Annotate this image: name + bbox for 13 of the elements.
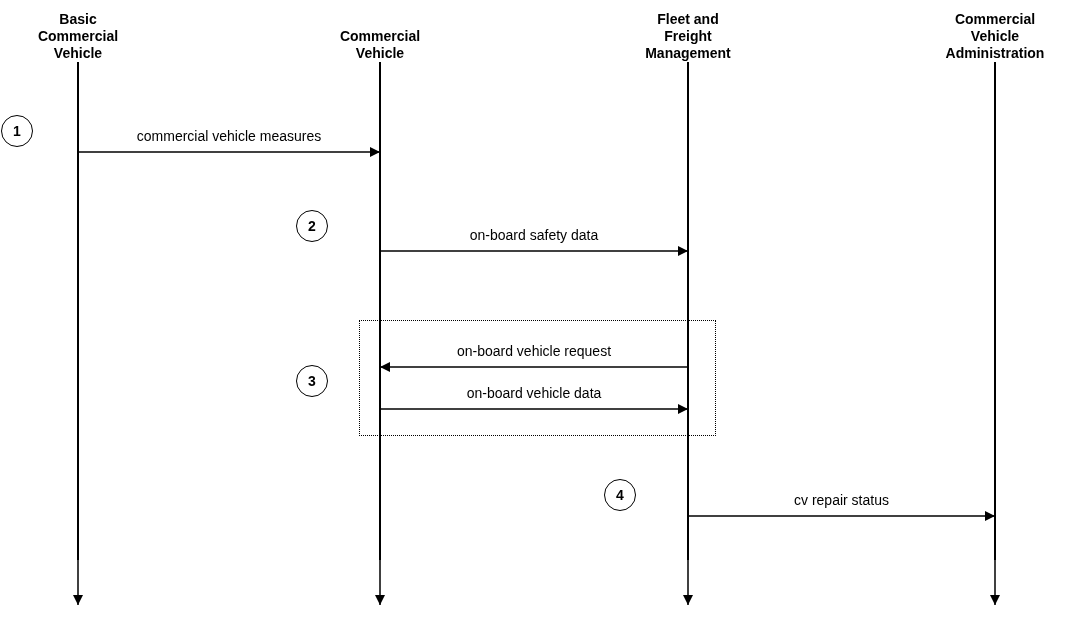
lifeline-title: Commercial Vehicle Administration — [944, 11, 1046, 62]
lifeline-title: Commercial Vehicle — [338, 28, 422, 62]
message-arrow — [687, 511, 996, 521]
lifeline-arrow — [990, 559, 1000, 606]
message-arrow — [379, 362, 689, 372]
lifeline-arrow — [73, 559, 83, 606]
message-arrow — [379, 404, 689, 414]
lifeline-arrow — [375, 559, 385, 606]
lifeline-arrow — [683, 559, 693, 606]
message-arrow — [77, 147, 381, 157]
lifeline-title: Basic Commercial Vehicle — [36, 11, 120, 62]
lifeline-title: Fleet and Freight Management — [644, 11, 732, 62]
message-arrow — [379, 246, 689, 256]
